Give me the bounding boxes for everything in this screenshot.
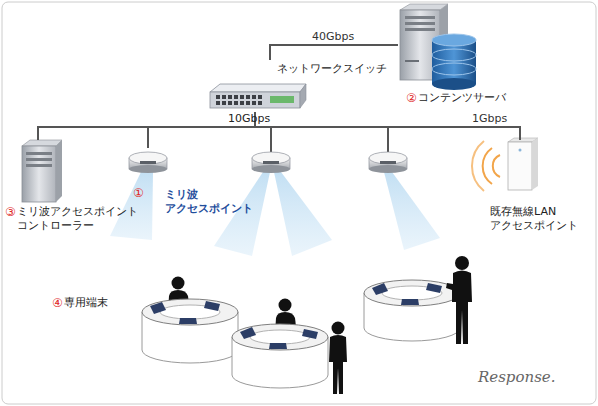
node-box: ネットワークスイッチ bbox=[205, 60, 380, 112]
terminal-table bbox=[142, 299, 238, 363]
terminal-table bbox=[232, 324, 328, 388]
node-label: コンテンツサーバ bbox=[418, 91, 518, 105]
ap-icon bbox=[252, 152, 290, 173]
network-link bbox=[255, 112, 520, 140]
node-box: コンテンツサーバ bbox=[398, 5, 508, 105]
node-box: ミリ波 アクセスポイント bbox=[128, 148, 238, 220]
switch-icon bbox=[210, 84, 306, 108]
database-icon bbox=[432, 34, 476, 90]
person bbox=[446, 256, 472, 344]
network-link bbox=[148, 112, 255, 148]
beam bbox=[384, 172, 440, 250]
wlan-ap-icon bbox=[508, 138, 538, 190]
bandwidth-label: 10Gbps bbox=[228, 112, 270, 126]
node-box: ミリ波アクセスポイント コントローラー bbox=[5, 140, 140, 235]
node-label: ミリ波アクセスポイント コントローラー bbox=[17, 205, 142, 233]
bandwidth-label: 1Gbps bbox=[472, 112, 507, 126]
drop-wire bbox=[387, 127, 389, 152]
node-label: ネットワークスイッチ bbox=[277, 62, 387, 76]
wireless-waves bbox=[472, 141, 500, 191]
node-box: 既存無線LAN アクセスポイント bbox=[480, 140, 595, 240]
bandwidth-label: 40Gbps bbox=[312, 30, 354, 44]
watermark: Response. bbox=[478, 370, 556, 384]
ap-icon bbox=[129, 152, 167, 173]
controller-icon bbox=[22, 140, 62, 202]
callout-number: ③ bbox=[5, 205, 16, 219]
terminal-table bbox=[364, 280, 460, 341]
node-label: 専用端末 bbox=[64, 296, 134, 310]
network-link bbox=[270, 45, 398, 60]
beam bbox=[274, 172, 332, 256]
node-label: ミリ波 アクセスポイント bbox=[165, 188, 260, 216]
person bbox=[329, 322, 347, 395]
callout-number: ④ bbox=[52, 296, 63, 310]
callout-number: ① bbox=[133, 186, 144, 200]
ap-icon bbox=[369, 152, 407, 173]
drop-wire bbox=[270, 127, 272, 152]
node-box: 専用端末 bbox=[64, 294, 134, 312]
callout-number: ② bbox=[406, 91, 417, 105]
node-label: 既存無線LAN アクセスポイント bbox=[490, 205, 590, 233]
